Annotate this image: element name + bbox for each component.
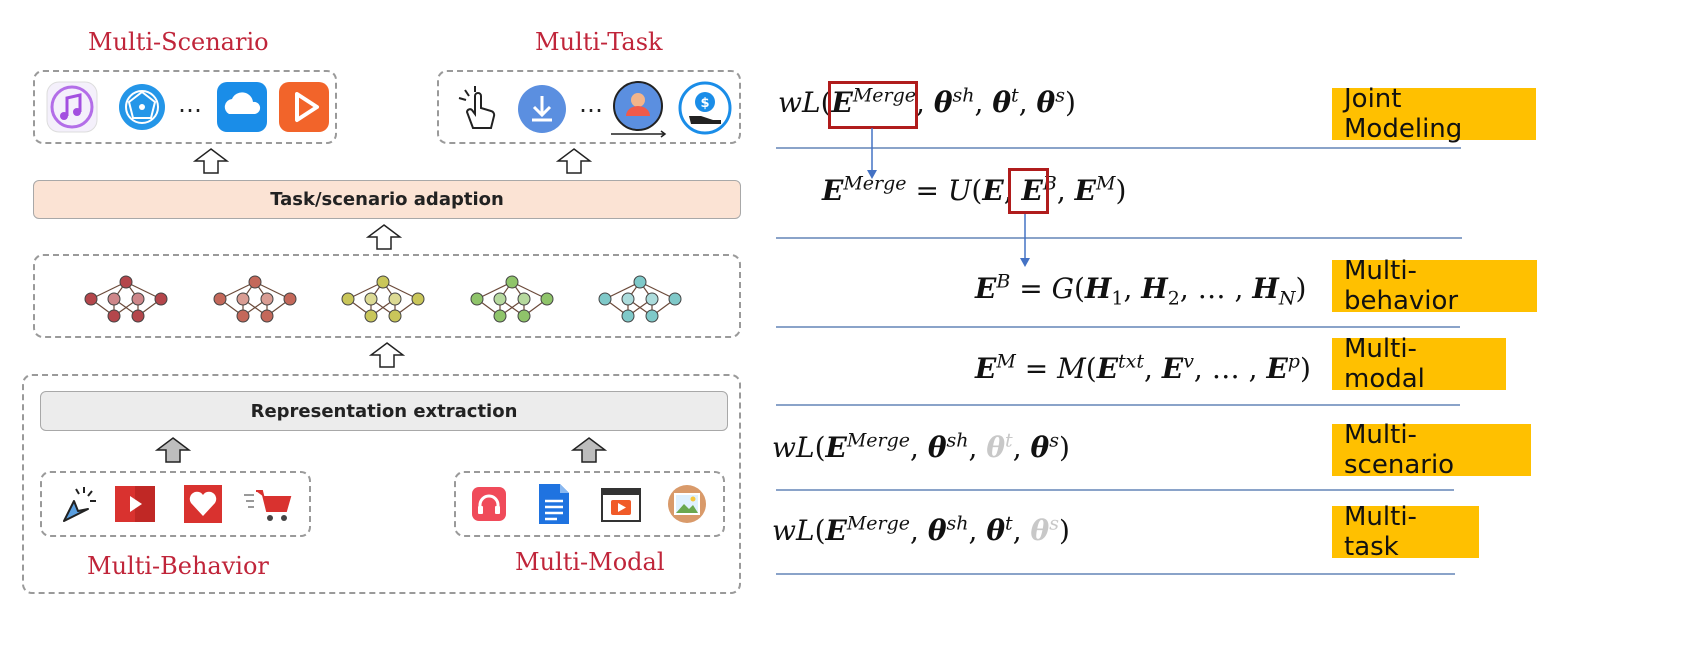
tag-joint-modeling: Joint Modeling [1332,84,1536,144]
svg-text:$: $ [700,96,709,111]
up-arrow-icon [369,342,405,368]
expert-networks [84,275,682,323]
up-arrow-icon [556,148,592,174]
up-arrow-icon [571,437,607,463]
image-icon [666,483,708,525]
divider [776,237,1462,239]
up-arrow-icon [155,437,191,463]
equation-task-loss: wL(EMerge, θsh, θt, θs) [772,512,1070,547]
download-icon [515,82,569,136]
arrow-down-icon [867,128,877,179]
up-arrow-icon [193,148,229,174]
scenario-icons-box: … [33,70,337,144]
multi-scenario-title: Multi-Scenario [88,28,269,56]
click-cursor-icon [56,481,102,527]
tag-multi-behavior: Multi-behavior [1332,256,1537,316]
arrow-down-icon [1020,214,1030,267]
multi-modal-title: Multi-Modal [515,548,665,576]
cloud-app-icon [215,80,269,134]
network-graph-icon [213,275,297,323]
task-ellipsis: … [579,90,603,118]
network-graph-icon [470,275,554,323]
network-graph-icon [341,275,425,323]
network-graph-icon [84,275,168,323]
scenario-ellipsis: … [178,90,202,118]
headphones-icon [470,485,508,523]
multi-task-title: Multi-Task [535,28,663,56]
equation-behavior: EB = G(H1, H2, … , HN) [975,270,1307,310]
behavior-icons-box [40,471,311,537]
music-app-icon [45,80,99,134]
tap-gesture-icon [451,82,505,136]
behavior-highlight-box [1008,168,1049,214]
multi-behavior-title: Multi-Behavior [87,552,269,580]
equation-merge: EMerge = U(E, EB, EM) [822,172,1127,207]
divider [776,147,1461,149]
task-scenario-adaption-bar: Task/scenario adaption [33,180,741,219]
up-arrow-icon [366,224,402,250]
representation-box [22,374,741,594]
play-video-icon [112,481,158,527]
video-play-app-icon [277,80,331,134]
divider [776,404,1460,406]
representation-extraction-bar: Representation extraction [40,391,728,431]
tag-multi-scenario: Multi-scenario [1332,420,1531,480]
money-hand-icon: $ [677,80,733,136]
expert-networks-box [33,254,741,338]
equation-joint-loss: wL(EMerge, θsh, θt, θs) [778,84,1076,119]
document-icon [536,481,572,527]
equation-modal: EM = M(Etxt, Ev, … , Ep) [975,350,1311,385]
divider [776,489,1454,491]
video-frame-icon [599,485,643,525]
equation-scenario-loss: wL(EMerge, θsh, θt, θs) [772,429,1070,464]
shopping-cart-icon [242,481,294,527]
divider [776,573,1455,575]
tag-multi-task: Multi-task [1332,502,1479,562]
tag-multi-modal: Multi-modal [1332,334,1506,394]
task-icons-box: … $ [437,70,741,144]
heart-like-icon [180,481,226,527]
modal-icons-box [454,471,725,537]
divider [776,326,1460,328]
globe-app-icon [115,80,169,134]
merge-highlight-box [828,81,918,129]
user-cycle-icon [607,76,669,138]
network-graph-icon [598,275,682,323]
